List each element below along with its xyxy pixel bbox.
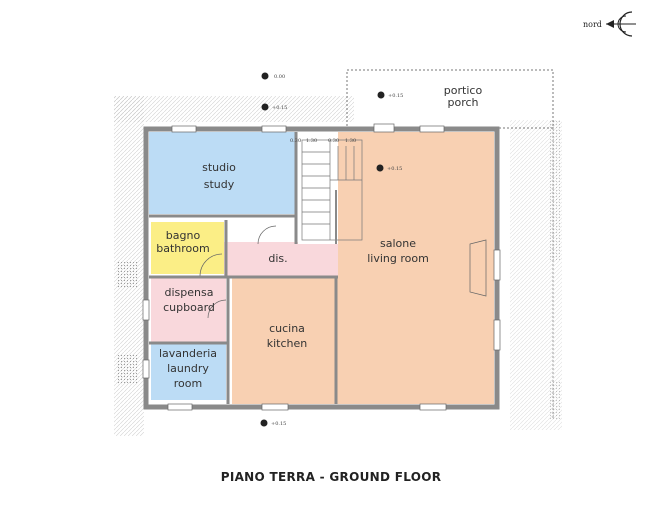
living-label-en: living room <box>367 252 429 265</box>
openings <box>142 123 501 411</box>
north-arrow: nord <box>583 11 636 37</box>
cupboard-label-en: cupboard <box>163 301 215 314</box>
stair-dimensions: 0.30 1.30 0.30 1.30 <box>290 138 356 144</box>
porch-label-en: porch <box>447 96 478 109</box>
living-label-it: salone <box>380 237 416 250</box>
plan-caption: PIANO TERRA - GROUND FLOOR <box>221 470 442 484</box>
cupboard-room <box>151 278 226 342</box>
svg-text:+0.15: +0.15 <box>388 93 403 99</box>
north-arrow-icon <box>606 20 614 28</box>
svg-text:0.30: 0.30 <box>290 138 301 144</box>
porch-label-it: portico <box>444 84 483 97</box>
svg-text:+0.15: +0.15 <box>387 166 402 172</box>
svg-text:1.30: 1.30 <box>306 138 317 144</box>
svg-text:nord: nord <box>583 20 602 29</box>
bathroom-label-it: bagno <box>166 229 201 242</box>
kitchen-room <box>232 278 338 404</box>
room-labels: portico porch studio study bagno bathroo… <box>156 84 482 390</box>
study-label-en: study <box>204 178 235 191</box>
bathroom-label-en: bathroom <box>156 242 209 255</box>
laundry-label-en-1: laundry <box>167 362 209 375</box>
kitchen-label-it: cucina <box>269 322 305 335</box>
hall-label: dis. <box>268 252 287 265</box>
svg-text:+0.15: +0.15 <box>272 105 287 111</box>
svg-text:1.30: 1.30 <box>345 138 356 144</box>
study-room <box>149 132 295 214</box>
cupboard-label-it: dispensa <box>165 286 214 299</box>
svg-text:+0.15: +0.15 <box>271 421 286 427</box>
kitchen-label-en: kitchen <box>267 337 308 350</box>
living-room <box>338 132 494 404</box>
svg-text:0.00: 0.00 <box>274 74 285 80</box>
site-surroundings <box>114 69 562 436</box>
hall-room <box>224 242 338 278</box>
laundry-label-it: lavanderia <box>159 347 217 360</box>
bathroom-room <box>151 222 224 274</box>
laundry-room <box>151 344 226 400</box>
elevation-markers: 0.00 +0.15 +0.15 +0.15 +0.15 <box>260 72 403 427</box>
staircase <box>301 139 363 241</box>
study-label-it: studio <box>202 161 236 174</box>
laundry-label-en-2: room <box>174 377 202 390</box>
svg-text:0.30: 0.30 <box>328 138 339 144</box>
